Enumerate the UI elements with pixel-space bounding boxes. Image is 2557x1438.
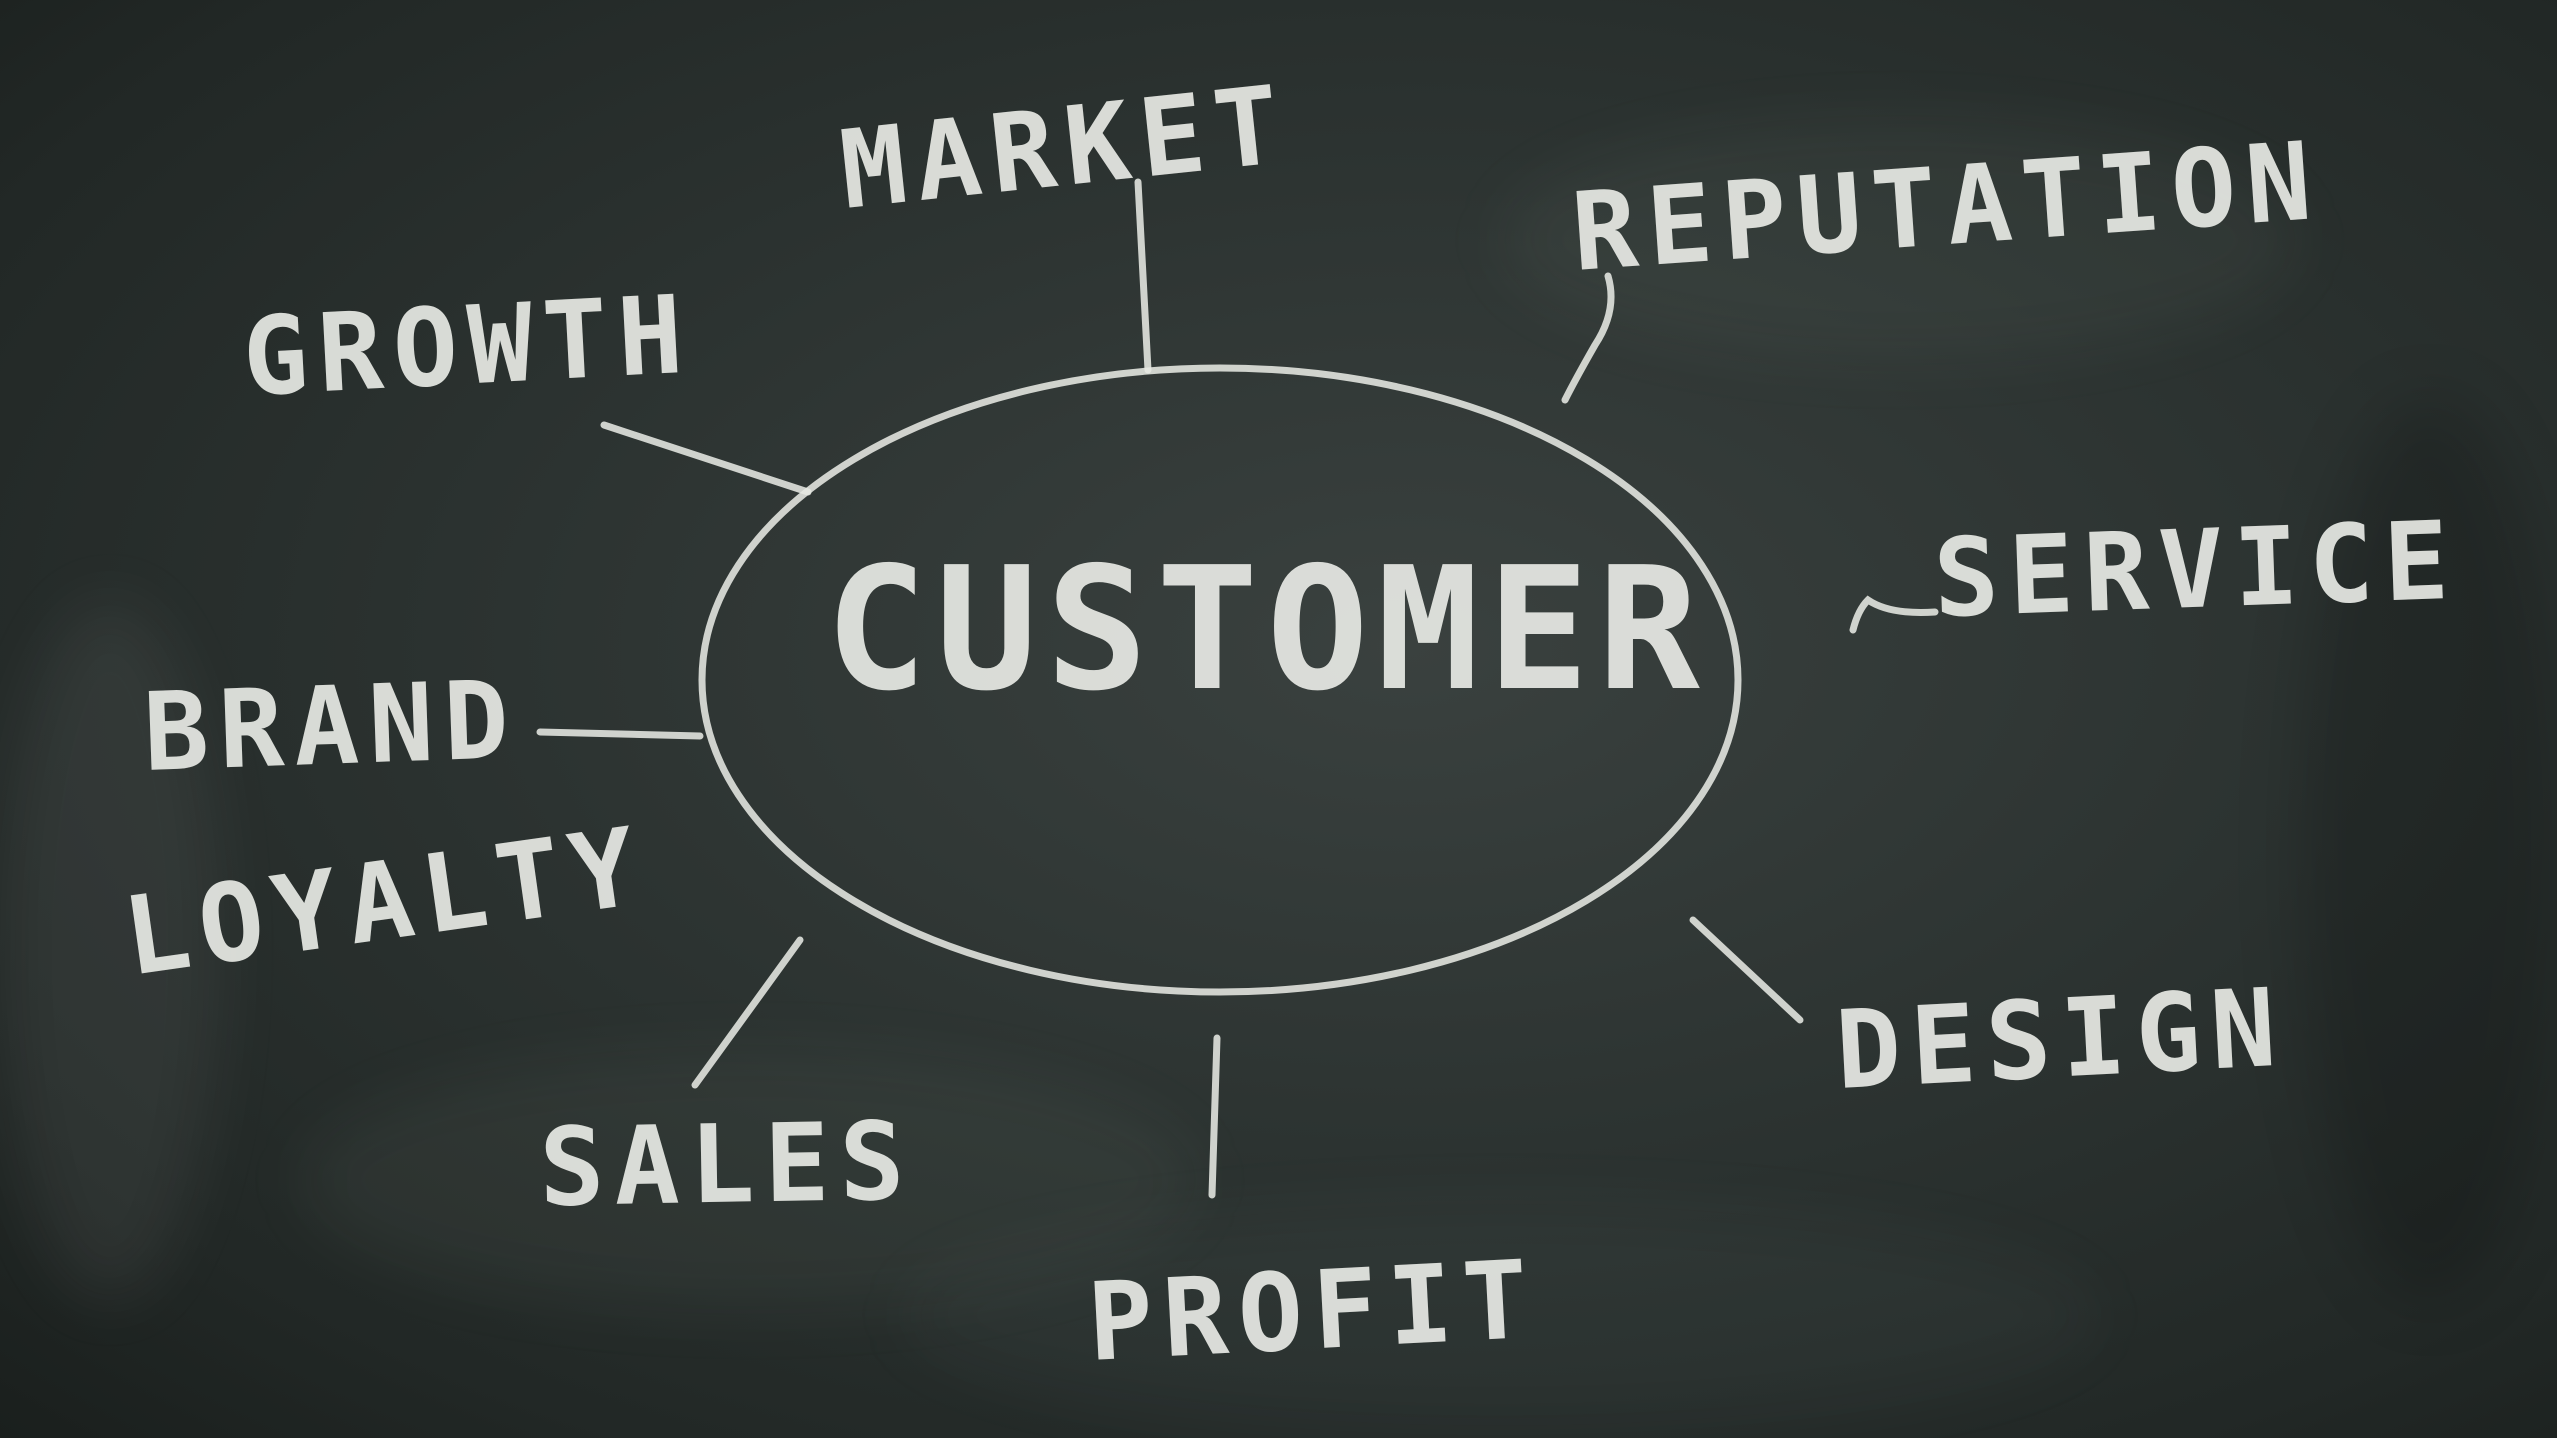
label-market: MARKET <box>835 62 1296 233</box>
center-label: CUSTOMER <box>825 531 1708 729</box>
label-reputation: REPUTATION <box>1568 119 2325 296</box>
label-profit: PROFIT <box>1085 1238 1541 1386</box>
label-growth: GROWTH <box>240 273 696 421</box>
label-service: SERVICE <box>1932 499 2461 642</box>
connector-brand <box>536 728 704 740</box>
connector-profit <box>1208 1034 1221 1199</box>
label-brand: BRAND <box>142 658 521 796</box>
board-shadow <box>2300 400 2557 1300</box>
chalk-smudge <box>300 1050 1200 1310</box>
chalk-smudge <box>900 1200 2100 1430</box>
customer-ellipse <box>698 364 1742 996</box>
connector-reputation <box>1561 272 1615 404</box>
connector-sales <box>691 936 804 1089</box>
connector-service <box>1849 595 1939 634</box>
chalk-smudge <box>1500 120 2300 360</box>
label-sales: SALES <box>538 1099 915 1231</box>
connector-market <box>1134 178 1152 374</box>
connector-growth <box>600 421 812 496</box>
connector-design <box>1689 916 1804 1024</box>
label-loyalty: LOYALTY <box>116 804 653 1001</box>
label-design: DESIGN <box>1833 966 2289 1114</box>
chalk-smudge <box>0 600 220 1300</box>
